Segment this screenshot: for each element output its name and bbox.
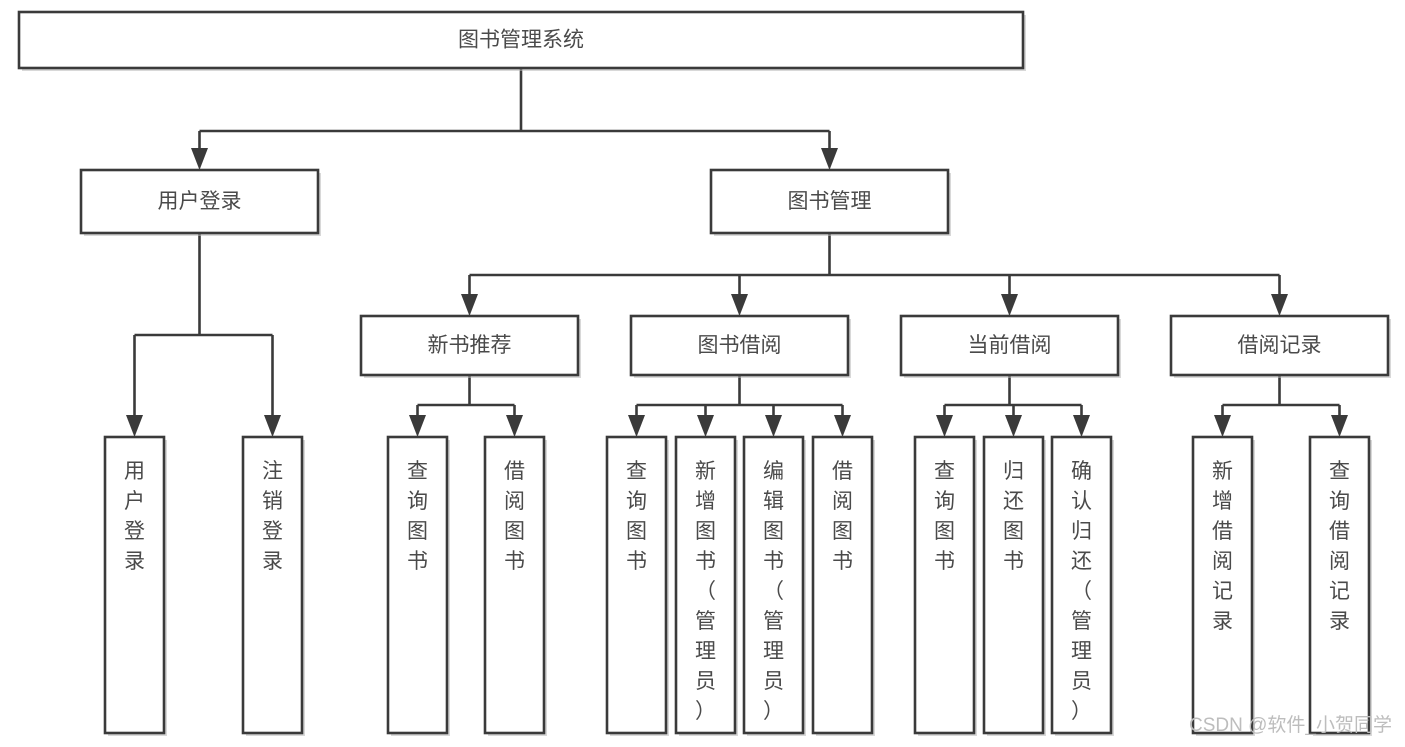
node-rect[interactable] <box>629 314 850 377</box>
node-current-borrow[interactable]: 当前借阅 <box>899 314 1121 378</box>
node-label: 用户登录 <box>158 190 242 213</box>
connector-arrowhead <box>731 294 748 316</box>
node-label: 查询图书 <box>626 460 647 573</box>
node-label: 新增借阅记录 <box>1212 460 1233 633</box>
connector-arrowhead <box>191 148 208 170</box>
connector-arrowhead <box>461 294 478 316</box>
node-book-borrow[interactable]: 图书借阅 <box>629 314 851 378</box>
node-label: 确认归还（管理员） <box>1071 460 1092 723</box>
node-rect[interactable] <box>674 435 737 735</box>
node-new-book-recommend[interactable]: 新书推荐 <box>359 314 581 378</box>
connector-arrowhead <box>1005 415 1022 437</box>
connector-group-book-manage <box>461 233 1288 316</box>
connector-group-book-borrow <box>628 375 851 437</box>
node-leaf-query-book-1[interactable]: 查询图书 <box>386 435 450 736</box>
connector-arrowhead <box>506 415 523 437</box>
node-rect[interactable] <box>483 435 546 735</box>
node-rect[interactable] <box>982 435 1045 735</box>
connector-arrowhead <box>697 415 714 437</box>
connector-group-borrow-record <box>1214 375 1348 437</box>
connector-group-user-login <box>126 233 281 437</box>
node-rect[interactable] <box>1050 435 1113 735</box>
node-book-manage[interactable]: 图书管理 <box>709 168 951 236</box>
node-leaf-user-login[interactable]: 用户登录 <box>103 435 167 736</box>
node-rect[interactable] <box>913 435 976 735</box>
node-rect[interactable] <box>1169 314 1390 377</box>
node-label: 用户登录 <box>124 460 145 573</box>
node-label: 新增图书（管理员） <box>695 460 716 723</box>
connector-arrowhead <box>409 415 426 437</box>
node-label: 注销登录 <box>262 460 283 573</box>
node-rect[interactable] <box>899 314 1120 377</box>
node-leaf-return-book[interactable]: 归还图书 <box>982 435 1046 736</box>
node-rect[interactable] <box>1308 435 1371 735</box>
node-label: 查询图书 <box>407 460 428 573</box>
node-label: 查询借阅记录 <box>1329 460 1350 633</box>
connector-arrowhead <box>765 415 782 437</box>
node-leaf-user-logout[interactable]: 注销登录 <box>241 435 305 736</box>
connector-layer <box>126 68 1348 437</box>
node-label: 图书管理 <box>788 190 872 213</box>
node-leaf-add-book[interactable]: 新增图书（管理员） <box>674 435 738 736</box>
node-leaf-query-book-3[interactable]: 查询图书 <box>913 435 977 736</box>
connector-arrowhead <box>821 148 838 170</box>
node-rect[interactable] <box>709 168 950 235</box>
node-rect[interactable] <box>1191 435 1254 735</box>
connector-group-new-book-recommend <box>409 375 523 437</box>
node-leaf-query-record[interactable]: 查询借阅记录 <box>1308 435 1372 736</box>
node-rect[interactable] <box>811 435 874 735</box>
connector-arrowhead <box>1001 294 1018 316</box>
connector-arrowhead <box>264 415 281 437</box>
node-borrow-record[interactable]: 借阅记录 <box>1169 314 1391 378</box>
node-user-login[interactable]: 用户登录 <box>79 168 321 236</box>
node-label: 新书推荐 <box>428 334 512 357</box>
node-rect[interactable] <box>605 435 668 735</box>
connector-arrowhead <box>936 415 953 437</box>
node-leaf-confirm-return[interactable]: 确认归还（管理员） <box>1050 435 1114 736</box>
node-leaf-borrow-book-1[interactable]: 借阅图书 <box>483 435 547 736</box>
node-rect[interactable] <box>386 435 449 735</box>
node-layer: 图书管理系统用户登录图书管理新书推荐图书借阅当前借阅借阅记录用户登录注销登录查询… <box>17 10 1391 736</box>
node-rect[interactable] <box>742 435 805 735</box>
node-leaf-edit-book[interactable]: 编辑图书（管理员） <box>742 435 806 736</box>
connector-arrowhead <box>628 415 645 437</box>
node-label: 借阅图书 <box>504 460 525 573</box>
node-rect[interactable] <box>103 435 166 735</box>
node-label: 当前借阅 <box>968 334 1052 357</box>
node-label: 借阅图书 <box>832 460 853 573</box>
node-leaf-query-book-2[interactable]: 查询图书 <box>605 435 669 736</box>
connector-arrowhead <box>1073 415 1090 437</box>
connector-arrowhead <box>1331 415 1348 437</box>
node-label: 查询图书 <box>934 460 955 573</box>
connector-arrowhead <box>1271 294 1288 316</box>
node-rect[interactable] <box>359 314 580 377</box>
node-label: 编辑图书（管理员） <box>763 460 784 723</box>
node-label: 归还图书 <box>1003 460 1024 573</box>
node-label: 图书管理系统 <box>458 29 584 52</box>
node-label: 图书借阅 <box>698 334 782 357</box>
connector-group-root <box>191 68 838 170</box>
node-leaf-borrow-book-2[interactable]: 借阅图书 <box>811 435 875 736</box>
node-leaf-add-record[interactable]: 新增借阅记录 <box>1191 435 1255 736</box>
connector-arrowhead <box>834 415 851 437</box>
connector-arrowhead <box>126 415 143 437</box>
node-label: 借阅记录 <box>1238 334 1322 357</box>
connector-arrowhead <box>1214 415 1231 437</box>
node-root[interactable]: 图书管理系统 <box>17 10 1026 71</box>
connector-group-current-borrow <box>936 375 1090 437</box>
node-rect[interactable] <box>241 435 304 735</box>
node-rect[interactable] <box>17 10 1025 70</box>
csdn-watermark: CSDN @软件_小贺同学 <box>1189 714 1392 736</box>
node-rect[interactable] <box>79 168 320 235</box>
